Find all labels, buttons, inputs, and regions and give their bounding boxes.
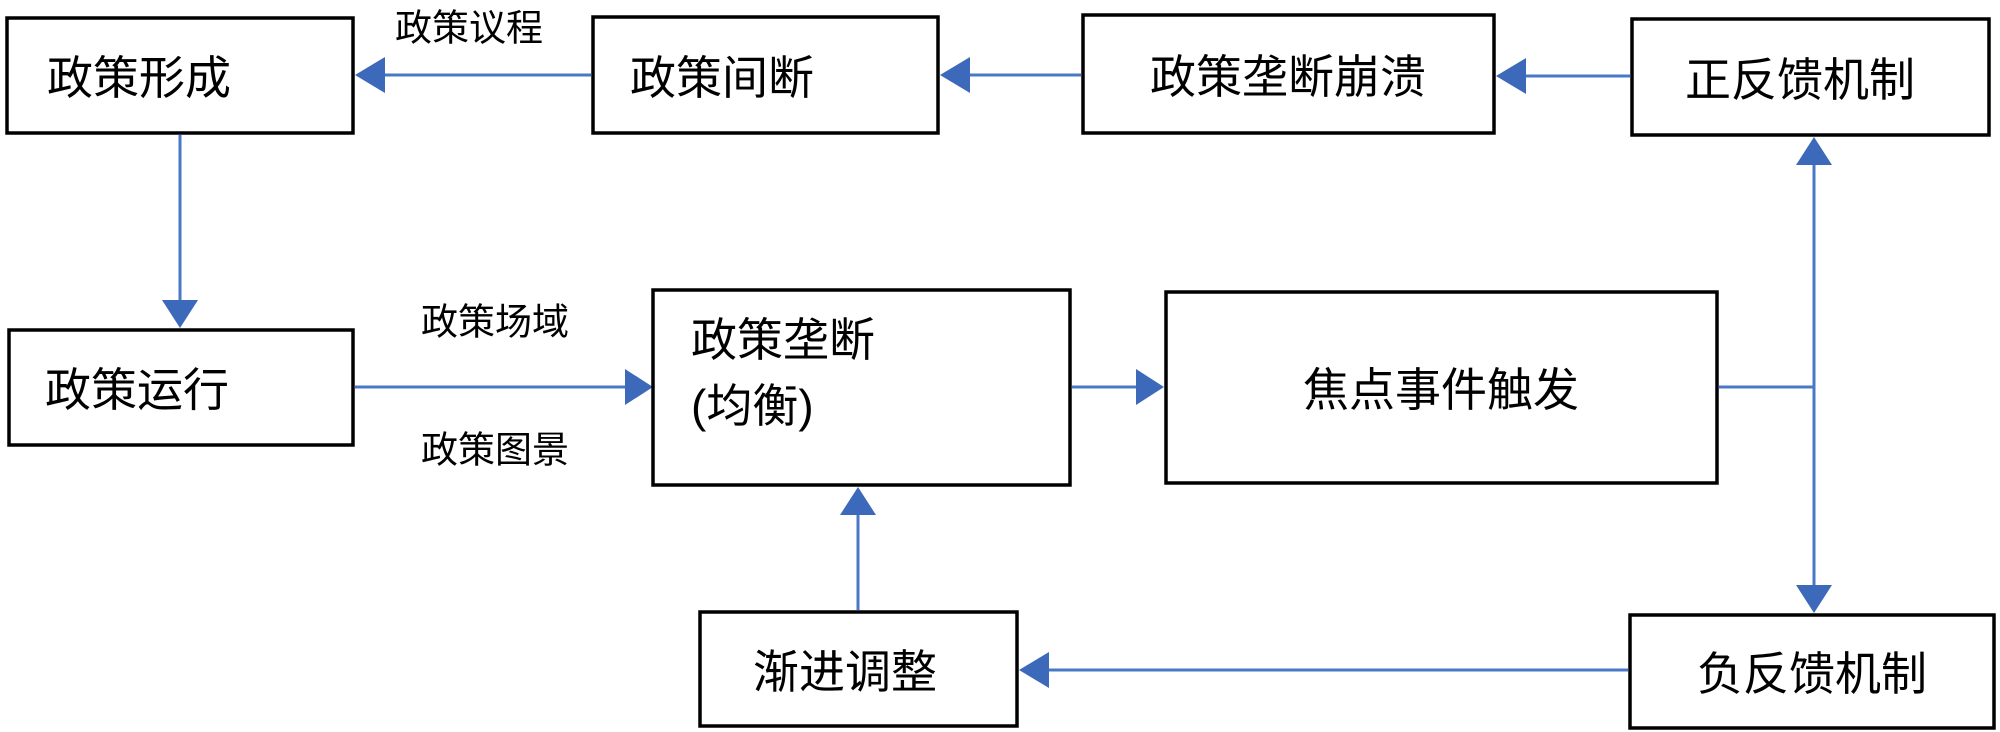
node-policy-formation: 政策形成 — [5, 16, 355, 135]
node-label-line2: (均衡) — [691, 380, 814, 432]
arrow-junction-vertical-feedback — [1796, 137, 1832, 613]
node-label: 焦点事件触发 — [1303, 364, 1579, 416]
node-label: 政策间断 — [630, 52, 814, 104]
edge-label-policy-agenda: 政策议程 — [395, 8, 543, 49]
node-label-line1: 政策垄断 — [691, 314, 875, 366]
node-policy-punctuation: 政策间断 — [591, 15, 940, 135]
node-box — [1081, 13, 1496, 135]
node-incremental-adjustment: 渐进调整 — [698, 610, 1019, 728]
node-label: 渐进调整 — [753, 646, 937, 698]
node-label: 负反馈机制 — [1697, 648, 1927, 700]
node-label: 政策垄断崩溃 — [1150, 51, 1426, 103]
arrowhead-right-icon — [625, 369, 653, 405]
node-label: 政策形成 — [47, 52, 231, 104]
arrow-incremental-to-monopoly — [840, 487, 876, 610]
arrowhead-left-icon — [355, 57, 385, 93]
arrowhead-right-icon — [1136, 369, 1164, 405]
node-box — [651, 288, 1072, 487]
arrowhead-up-icon — [1796, 137, 1832, 165]
arrowhead-down-icon — [162, 300, 198, 328]
node-policy-operation: 政策运行 — [7, 328, 355, 447]
arrow-negative-feedback-to-incremental — [1019, 652, 1628, 688]
arrowhead-left-icon — [940, 57, 970, 93]
arrow-punctuation-to-formation — [355, 57, 591, 93]
node-policy-monopoly-equilibrium: 政策垄断 (均衡) — [651, 288, 1072, 487]
node-box — [1628, 613, 1996, 730]
arrow-operation-to-monopoly — [355, 369, 653, 405]
node-box — [591, 15, 940, 135]
edge-label-policy-field: 政策场域 — [421, 302, 569, 343]
node-policy-monopoly-collapse: 政策垄断崩溃 — [1081, 13, 1496, 135]
arrowhead-up-icon — [840, 487, 876, 515]
arrowhead-down-icon — [1796, 585, 1832, 613]
arrowhead-left-icon — [1496, 58, 1526, 94]
node-negative-feedback: 负反馈机制 — [1628, 613, 1996, 730]
node-box — [698, 610, 1019, 728]
node-box — [1630, 17, 1991, 137]
node-box — [5, 16, 355, 135]
arrowhead-left-icon — [1019, 652, 1049, 688]
node-label: 政策运行 — [45, 364, 229, 416]
edge-label-policy-image: 政策图景 — [421, 430, 569, 471]
arrow-positive-feedback-to-collapse — [1496, 58, 1630, 94]
node-focusing-event-trigger: 焦点事件触发 — [1164, 290, 1719, 485]
node-label: 正反馈机制 — [1685, 54, 1915, 106]
node-box — [1164, 290, 1719, 485]
node-box — [7, 328, 355, 447]
arrow-collapse-to-punctuation — [940, 57, 1081, 93]
arrow-monopoly-to-focusing-event — [1072, 369, 1164, 405]
node-positive-feedback: 正反馈机制 — [1630, 17, 1991, 137]
arrow-formation-to-operation — [162, 135, 198, 328]
